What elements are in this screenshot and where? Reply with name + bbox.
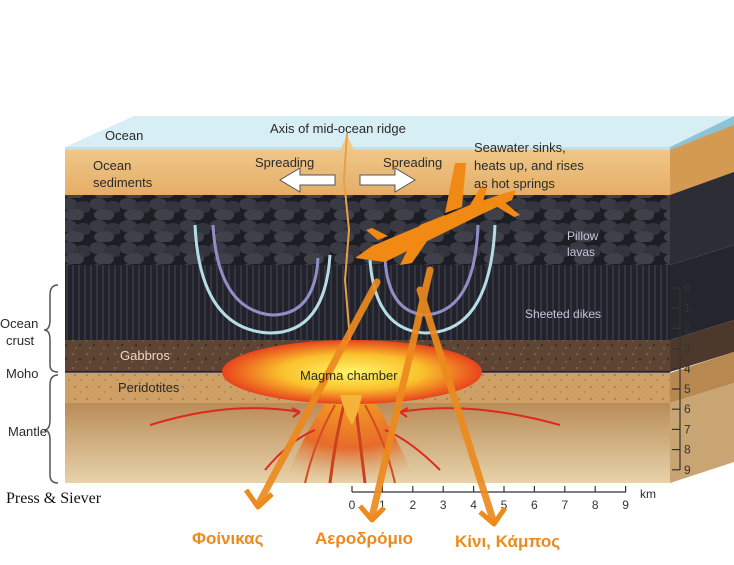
distance-tick-label: 0 <box>349 498 356 512</box>
distance-tick-label: 6 <box>531 498 538 512</box>
label-sediments-2: sediments <box>93 175 153 190</box>
left-braces <box>43 284 59 484</box>
label-ridge-axis: Axis of mid-ocean ridge <box>270 121 406 136</box>
label-mantle: Mantle <box>8 424 47 439</box>
distance-tick-label: 8 <box>592 498 599 512</box>
label-spreading-right: Spreading <box>383 155 442 170</box>
annotation-kini-kampos: Κίνι, Κάμπος <box>455 532 560 551</box>
depth-tick-label: 9 <box>684 463 691 477</box>
depth-tick-label: 4 <box>684 362 691 376</box>
spreading-arrows <box>279 167 416 193</box>
label-pillow-1: Pillow <box>567 229 599 243</box>
distance-tick-label: 1 <box>379 498 386 512</box>
label-km-unit: km <box>640 487 656 501</box>
label-magma-chamber: Magma chamber <box>300 368 398 383</box>
distance-tick-label: 9 <box>622 498 629 512</box>
label-sediments-1: Ocean <box>93 158 131 173</box>
annotation-airport: Αεροδρόμιο <box>315 529 413 548</box>
depth-tick-label: 2 <box>684 321 691 335</box>
label-seawater-3: as hot springs <box>474 176 555 191</box>
label-ocean-crust-1: Ocean <box>0 316 38 331</box>
label-sheeted-dikes: Sheeted dikes <box>525 307 601 321</box>
label-pillow-2: lavas <box>567 245 595 259</box>
label-peridotites: Peridotites <box>118 380 180 395</box>
distance-tick-label: 7 <box>561 498 568 512</box>
label-ocean-crust-2: crust <box>6 333 35 348</box>
label-spreading-left: Spreading <box>255 155 314 170</box>
depth-tick-label: 6 <box>684 402 691 416</box>
label-seawater-2: heats up, and rises <box>474 158 584 173</box>
label-moho: Moho <box>6 366 39 381</box>
depth-tick-label: 7 <box>684 422 691 436</box>
depth-tick-label: 0 <box>684 281 691 295</box>
distance-ticks: 0 1 2 3 4 5 6 7 8 9 <box>349 486 629 512</box>
distance-tick-label: 3 <box>440 498 447 512</box>
depth-ticks: 0 1 2 3 4 5 6 7 8 9 <box>672 281 691 477</box>
label-gabbros: Gabbros <box>120 348 170 363</box>
depth-tick-label: 8 <box>684 443 691 457</box>
depth-tick-label: 3 <box>684 342 691 356</box>
distance-tick-label: 2 <box>409 498 416 512</box>
distance-tick-label: 5 <box>501 498 508 512</box>
annotation-arrowheads <box>243 488 508 527</box>
ridge-axis-crack <box>342 132 351 341</box>
label-seawater-1: Seawater sinks, <box>474 140 566 155</box>
airplane-icon <box>355 163 520 265</box>
distance-tick-label: 4 <box>470 498 477 512</box>
magma-chamber <box>222 340 482 404</box>
label-ocean: Ocean <box>105 128 143 143</box>
depth-tick-label: 5 <box>684 382 691 396</box>
annotation-arrows <box>254 266 497 524</box>
label-credit: Press & Siever <box>6 490 102 507</box>
depth-tick-label: 1 <box>684 301 691 315</box>
annotation-phoenix: Φοίνικας <box>192 529 264 548</box>
